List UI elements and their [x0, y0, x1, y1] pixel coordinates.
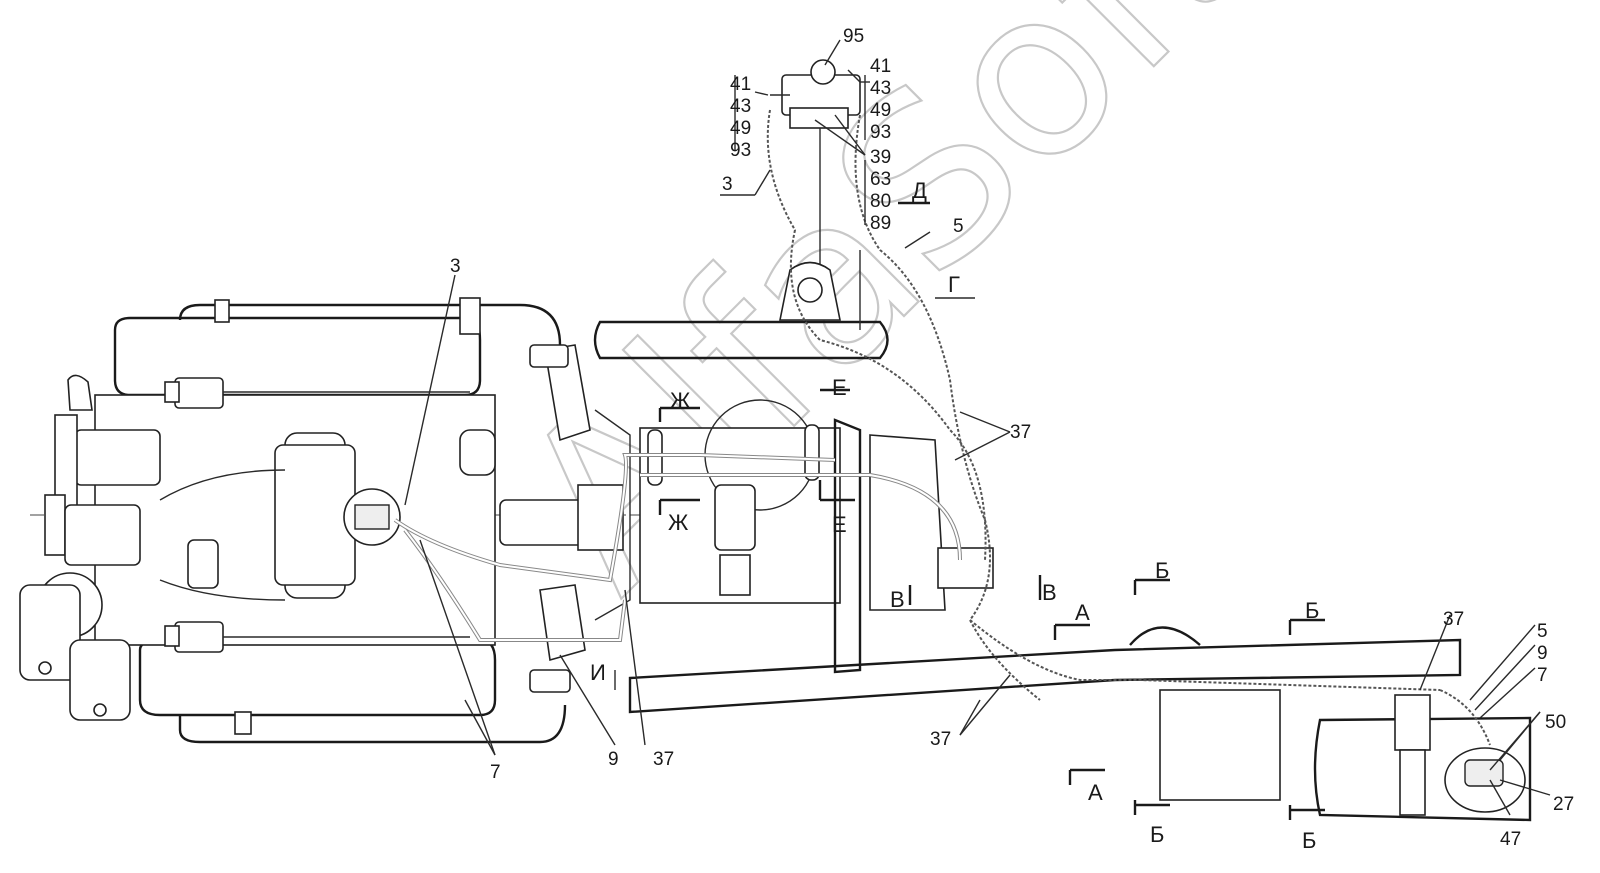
label-47: 47	[1500, 829, 1521, 850]
label-89: 89	[870, 213, 891, 234]
section-Zh-top: Ж	[670, 388, 691, 413]
label-93-right: 93	[870, 122, 891, 143]
label-63: 63	[870, 169, 891, 190]
label-50: 50	[1545, 712, 1566, 733]
gearbox	[639, 399, 841, 604]
part-labels: 95 41 43 49 93 41 43 49 93 39 63 80 89 3…	[450, 26, 1574, 850]
label-95: 95	[843, 26, 864, 47]
label-41-left: 41	[730, 74, 751, 95]
label-9-b: 9	[1537, 643, 1548, 664]
engine-assembly	[19, 297, 631, 744]
label-43-left: 43	[730, 96, 751, 117]
frame-rail-upper	[593, 320, 889, 360]
section-B-2: Б	[1305, 598, 1319, 623]
section-B-3: Б	[1150, 822, 1164, 847]
section-D: Д	[912, 178, 927, 203]
section-V-left: В	[890, 587, 905, 612]
label-5-right: 5	[1537, 621, 1548, 642]
section-V-right: В	[1042, 580, 1057, 605]
label-39: 39	[870, 147, 891, 168]
label-37-b: 37	[930, 729, 951, 750]
frame-rail-lower	[628, 638, 1462, 714]
label-93-left: 93	[730, 140, 751, 161]
label-9-a: 9	[608, 749, 619, 770]
label-41-right: 41	[870, 56, 891, 77]
section-E-top: Е	[832, 375, 847, 400]
section-G: Г	[948, 272, 960, 297]
section-marks	[614, 201, 1325, 820]
label-49-left: 49	[730, 118, 751, 139]
label-5-top: 5	[953, 216, 964, 237]
label-3-mid: 3	[450, 256, 461, 277]
rear-brake-chamber	[1394, 694, 1526, 816]
section-A-bottom: А	[1088, 780, 1103, 805]
label-80: 80	[870, 191, 891, 212]
section-I: И	[590, 660, 606, 685]
label-37-d: 37	[1443, 609, 1464, 630]
leader-lines	[404, 39, 1551, 816]
label-37-a: 37	[1010, 422, 1031, 443]
transmission-housing	[833, 418, 994, 674]
hose-routing	[393, 109, 1491, 746]
rear-frame-box	[1129, 626, 1532, 822]
section-A-top: А	[1075, 600, 1090, 625]
brake-valve-assembly	[770, 59, 870, 330]
section-letters: Д Г Е Е Ж Ж В В А А Б Б Б Б И	[590, 178, 1319, 853]
section-E-bottom: Е	[832, 512, 847, 537]
section-B-1: Б	[1155, 558, 1169, 583]
section-Zh-bottom: Ж	[668, 510, 689, 535]
label-43-right: 43	[870, 78, 891, 99]
label-49-right: 49	[870, 100, 891, 121]
label-27: 27	[1553, 794, 1574, 815]
label-37-c: 37	[653, 749, 674, 770]
label-3-top: 3	[722, 174, 733, 195]
section-B-4: Б	[1302, 828, 1316, 853]
label-7-a: 7	[490, 762, 501, 783]
label-7-b: 7	[1537, 665, 1548, 686]
